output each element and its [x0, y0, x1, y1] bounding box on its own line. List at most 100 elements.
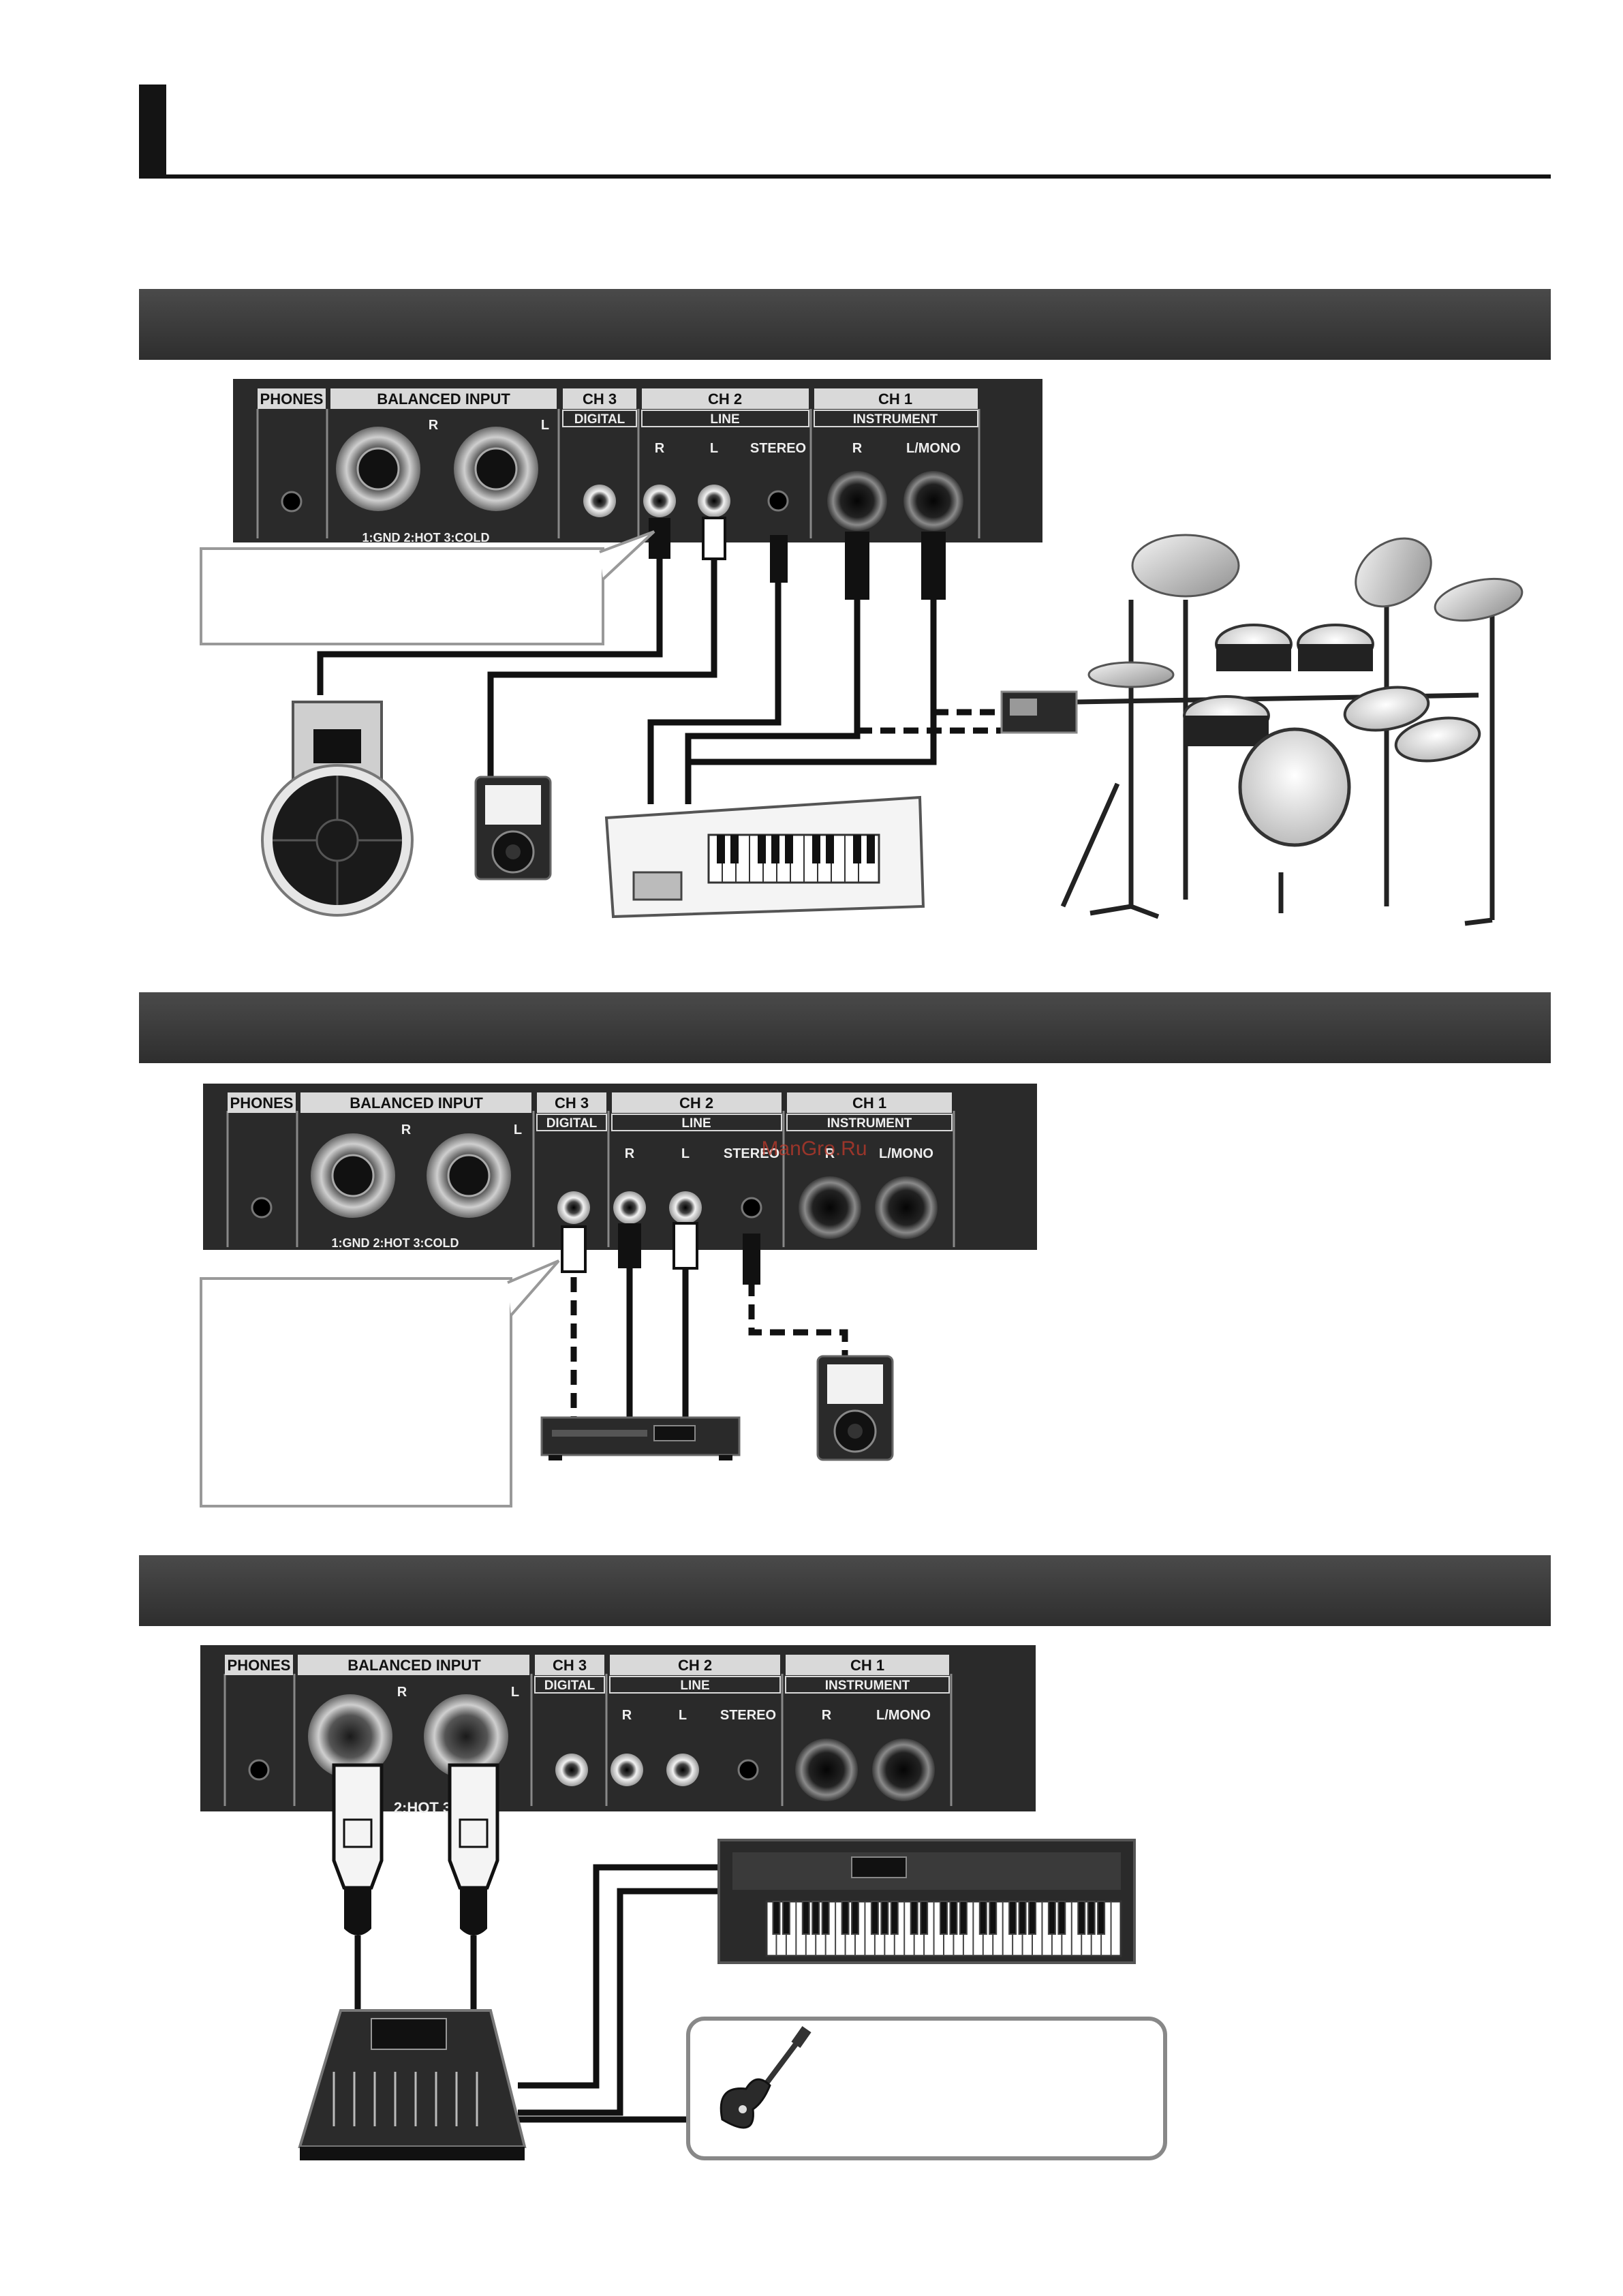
plugs-1 [649, 517, 946, 600]
label-ch3: CH 3 [553, 1657, 587, 1674]
synth-black-key [959, 1901, 968, 1935]
title-rule [139, 174, 1551, 179]
rca-jack [643, 485, 676, 517]
label-pinout: 1:GND 2:HOT 3:COLD [362, 531, 489, 545]
synth-black-key [870, 1901, 879, 1935]
phones-jack [248, 1759, 270, 1781]
instrument-jack [827, 471, 887, 531]
synth-black-key [801, 1901, 810, 1935]
callout-box-1 [200, 530, 655, 645]
label-l-mono: L/MONO [879, 1146, 933, 1161]
label-l: L [679, 1708, 687, 1723]
label-ch3: CH 3 [555, 1095, 589, 1112]
label-l-mono: L/MONO [876, 1708, 931, 1723]
label-l: L [710, 441, 718, 456]
label-phones: PHONES [230, 1095, 294, 1112]
label-r: R [625, 1146, 635, 1161]
synthesizer-image [717, 1839, 1136, 1964]
label-ch1: CH 1 [852, 1095, 886, 1112]
title-marker [139, 85, 166, 177]
rca-jack [698, 485, 730, 517]
percussion-pad-image [261, 701, 414, 917]
cd-player-image [540, 1416, 741, 1460]
label-balanced-input: BALANCED INPUT [347, 1657, 481, 1674]
label-line: LINE [681, 1116, 711, 1131]
instrument-jack [903, 471, 963, 531]
section-band-3 [139, 1555, 1551, 1626]
label-balanced-input: BALANCED INPUT [377, 391, 510, 408]
instrument-jack [875, 1176, 938, 1239]
synth-black-key [1047, 1901, 1056, 1935]
label-l-mono: L/MONO [906, 441, 961, 456]
xlr-plugs [332, 1763, 499, 1935]
guitar-callout-box [686, 2017, 1167, 2160]
instrument-jack [872, 1739, 935, 1801]
synth-black-key [1057, 1901, 1066, 1935]
synth-black-key [1097, 1901, 1106, 1935]
music-player-image [474, 776, 552, 881]
synth-black-key [841, 1901, 850, 1935]
drum-kit-image [1000, 534, 1524, 926]
label-stereo: STEREO [720, 1708, 776, 1723]
synth-black-key [1087, 1901, 1096, 1935]
rca-jack [583, 485, 616, 517]
phones-jack [251, 1197, 273, 1219]
rca-jack [610, 1754, 643, 1786]
synth-black-key [851, 1901, 859, 1935]
synth-black-key [1077, 1901, 1086, 1935]
synth-black-key [812, 1901, 820, 1935]
rca-jack [613, 1191, 646, 1224]
synth-black-key [1018, 1901, 1027, 1935]
label-r: R [622, 1708, 632, 1723]
section-band-2 [139, 992, 1551, 1063]
label-l: L [681, 1146, 690, 1161]
label-l: L [514, 1122, 522, 1137]
rca-jack [557, 1191, 590, 1224]
label-instrument: INSTRUMENT [827, 1116, 912, 1131]
keyboard-synth-image [604, 795, 925, 919]
label-phones: PHONES [260, 391, 324, 408]
label-l: L [511, 1685, 519, 1700]
stereo-jack [737, 1759, 759, 1781]
synth-black-key [890, 1901, 899, 1935]
cables-2 [570, 1254, 848, 1418]
label-pinout: 1:GND 2:HOT 3:COLD [331, 1236, 459, 1250]
cables-1 [317, 538, 1015, 804]
label-digital: DIGITAL [574, 412, 625, 427]
label-instrument: INSTRUMENT [853, 412, 938, 427]
rear-panel-3: PHONES BALANCED INPUT CH 3 DIGITAL CH 2 … [200, 1645, 1036, 1816]
label-r: R [655, 441, 665, 456]
label-ch2: CH 2 [678, 1657, 712, 1674]
label-r: R [825, 1146, 835, 1161]
label-ch2: CH 2 [679, 1095, 713, 1112]
phones-jack [281, 491, 303, 512]
synth-black-key [782, 1901, 790, 1935]
synth-black-key [989, 1901, 998, 1935]
callout-box-2 [200, 1259, 560, 1507]
rear-panel-2: PHONES BALANCED INPUT CH 3 DIGITAL CH 2 … [203, 1084, 1037, 1250]
instrument-jack [799, 1176, 861, 1239]
label-ch3: CH 3 [583, 391, 617, 408]
label-phones: PHONES [228, 1657, 291, 1674]
section-band-1 [139, 289, 1551, 360]
synth-black-key [772, 1901, 781, 1935]
synth-black-key [821, 1901, 830, 1935]
label-line: LINE [680, 1679, 709, 1693]
plugs-2 [561, 1222, 760, 1285]
label-ch1: CH 1 [850, 1657, 884, 1674]
mixing-console-image [298, 2009, 527, 2160]
rca-jack [669, 1191, 702, 1224]
label-r: R [401, 1122, 412, 1137]
label-balanced-input: BALANCED INPUT [350, 1095, 483, 1112]
rca-jack [666, 1754, 699, 1786]
synth-black-key [978, 1901, 987, 1935]
label-r: R [397, 1685, 407, 1700]
music-player-image [816, 1355, 894, 1461]
label-digital: DIGITAL [544, 1679, 596, 1693]
synth-black-key [880, 1901, 889, 1935]
label-l: L [541, 418, 549, 433]
label-instrument: INSTRUMENT [825, 1679, 910, 1693]
label-stereo: STEREO [724, 1146, 779, 1161]
stereo-jack [767, 490, 789, 512]
synth-black-key [920, 1901, 929, 1935]
